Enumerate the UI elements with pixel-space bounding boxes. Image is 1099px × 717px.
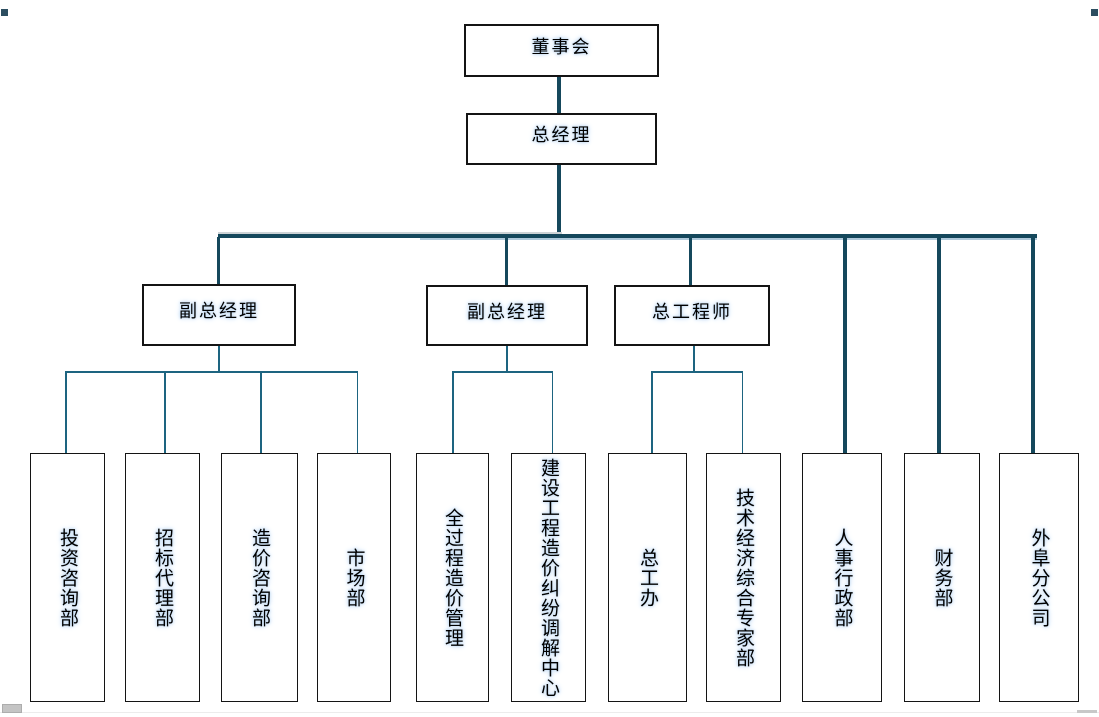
org-node-dept-marketing[interactable]: 市场部 bbox=[317, 453, 391, 702]
org-node-dept-hr-admin[interactable]: 人事行政部 bbox=[802, 453, 882, 702]
connector-drop-branch bbox=[1031, 237, 1035, 453]
dept-label: 投资咨询部 bbox=[57, 527, 78, 628]
selection-handle-top-right[interactable] bbox=[1091, 9, 1098, 16]
org-node-deputy-gm-2-label: 副总经理 bbox=[467, 301, 547, 322]
horizontal-scrollbar-thumb[interactable] bbox=[2, 704, 22, 713]
org-node-dept-bidding-agency[interactable]: 招标代理部 bbox=[125, 453, 200, 702]
connector-board-gm bbox=[557, 77, 561, 113]
dept-label: 造价咨询部 bbox=[249, 527, 270, 628]
connector-drop-dept-1 bbox=[65, 371, 67, 453]
org-node-board[interactable]: 董事会 bbox=[464, 24, 659, 77]
org-node-chief-engineer[interactable]: 总工程师 bbox=[614, 285, 770, 346]
connector-drop-dept-6 bbox=[551, 371, 553, 453]
org-node-chief-engineer-label: 总工程师 bbox=[652, 301, 732, 322]
dept-label: 人事行政部 bbox=[831, 527, 853, 628]
connector-bar-deputy-gm-1 bbox=[65, 371, 358, 373]
selection-handle-top-left[interactable] bbox=[1, 9, 8, 16]
connector-stem-deputy-gm-2 bbox=[506, 346, 508, 372]
org-node-dept-investment-consulting[interactable]: 投资咨询部 bbox=[30, 453, 105, 702]
connector-drop-deputy-gm-1 bbox=[217, 237, 220, 284]
connector-drop-dept-2 bbox=[164, 371, 166, 453]
connector-drop-finance bbox=[937, 237, 941, 453]
connector-main-bar bbox=[218, 234, 1037, 238]
scrollbar-corner-piece[interactable] bbox=[1077, 710, 1097, 713]
connector-drop-dept-5 bbox=[452, 371, 454, 453]
connector-mainbar-shadow-top bbox=[218, 232, 562, 234]
connector-drop-dept-8 bbox=[741, 371, 743, 453]
org-node-deputy-gm-2[interactable]: 副总经理 bbox=[426, 285, 588, 346]
org-node-dept-chief-engineer-office[interactable]: 总工办 bbox=[608, 453, 687, 702]
org-node-deputy-gm-1[interactable]: 副总经理 bbox=[142, 284, 296, 346]
connector-bar-chief-engineer bbox=[651, 371, 743, 373]
org-node-board-label: 董事会 bbox=[531, 36, 592, 57]
dept-label: 总工办 bbox=[637, 547, 658, 608]
connector-drop-dept-4 bbox=[356, 371, 358, 453]
horizontal-scrollbar-track bbox=[0, 712, 1099, 713]
connector-stem-chief-engineer bbox=[693, 346, 695, 372]
dept-label: 财务部 bbox=[931, 547, 953, 608]
dept-label: 建设工程造价纠纷调解中心 bbox=[538, 457, 559, 698]
connector-drop-dept-7 bbox=[651, 371, 653, 453]
org-node-dept-whole-process-cost[interactable]: 全过程造价管理 bbox=[416, 453, 489, 702]
connector-bar-deputy-gm-2 bbox=[452, 371, 553, 373]
dept-label: 招标代理部 bbox=[152, 527, 173, 628]
connector-stem-deputy-gm-1 bbox=[218, 346, 220, 372]
connector-drop-hr-admin bbox=[843, 237, 847, 453]
connector-mainbar-shadow-bottom bbox=[420, 238, 1037, 240]
org-node-general-manager-label: 总经理 bbox=[531, 125, 592, 145]
org-node-general-manager[interactable]: 总经理 bbox=[466, 113, 657, 165]
connector-drop-dept-3 bbox=[260, 371, 262, 453]
org-node-dept-tech-economy-experts[interactable]: 技术经济综合专家部 bbox=[706, 453, 781, 702]
org-node-dept-dispute-mediation-center[interactable]: 建设工程造价纠纷调解中心 bbox=[511, 453, 586, 702]
dept-label: 技术经济综合专家部 bbox=[733, 487, 754, 668]
dept-label: 外阜分公司 bbox=[1028, 527, 1050, 628]
connector-drop-deputy-gm-2 bbox=[505, 237, 508, 285]
org-node-dept-branch-company[interactable]: 外阜分公司 bbox=[999, 453, 1079, 702]
connector-drop-chief-engineer bbox=[689, 237, 692, 285]
org-node-dept-finance[interactable]: 财务部 bbox=[904, 453, 980, 702]
org-node-dept-cost-consulting[interactable]: 造价咨询部 bbox=[221, 453, 298, 702]
org-node-deputy-gm-1-label: 副总经理 bbox=[179, 301, 259, 321]
connector-gm-mainbar bbox=[557, 165, 561, 237]
dept-label: 市场部 bbox=[343, 547, 365, 608]
dept-label: 全过程造价管理 bbox=[442, 507, 463, 648]
